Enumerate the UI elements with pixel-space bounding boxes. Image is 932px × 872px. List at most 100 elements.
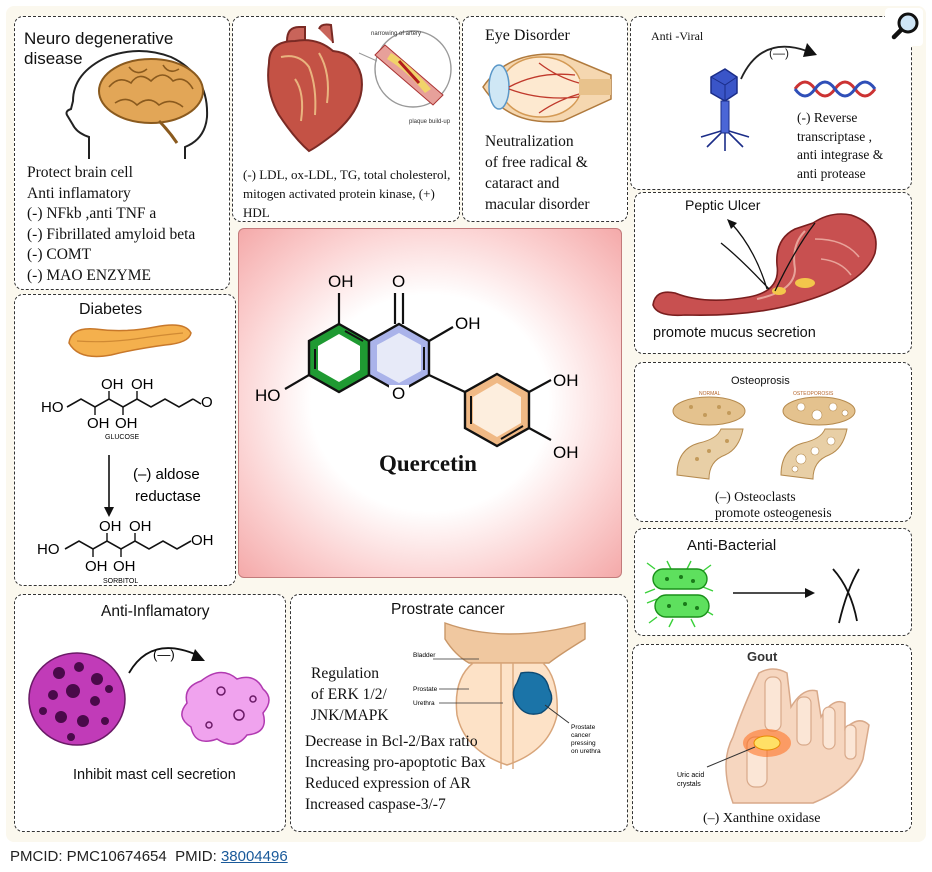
prostate-effects: Decrease in Bcl-2/Bax ratio Increasing p… <box>305 731 486 815</box>
eye-illustration <box>482 53 612 123</box>
osteo-osteoporosis-label: OSTEOPOROSIS <box>793 391 834 397</box>
neuro-line: (-) MAO ENZYME <box>27 266 151 284</box>
virus-dna-illustration: (—) <box>700 43 877 151</box>
gout-title: Gout <box>747 649 778 664</box>
quercetin-label-oh1: OH <box>328 272 354 291</box>
quercetin-label-ring-o: O <box>392 384 405 403</box>
neuro-title-line1: Neuro degenerative <box>24 29 174 48</box>
quercetin-label-ho: HO <box>255 386 281 405</box>
prostate-line: Decrease in Bcl-2/Bax ratio <box>305 733 478 750</box>
eye-line: Neutralization <box>485 133 574 150</box>
glucose-label: GLUCOSE <box>105 434 140 441</box>
glucose-oh-c: OH <box>87 415 110 432</box>
neuro-effects: Protect brain cell Anti inflamatory (-) … <box>27 163 195 286</box>
sorbitol-ho: HO <box>37 541 60 558</box>
bacteria-illustration <box>644 560 860 628</box>
prostate-line: Increasing pro-apoptotic Bax <box>305 754 486 771</box>
gout-panel: Gout Uric acid crystals (–) Xanthine oxi… <box>632 644 912 832</box>
prostate-line: Increased caspase-3/-7 <box>305 796 446 813</box>
quercetin-label-oh2: OH <box>455 314 481 333</box>
prostate-line: Reduced expression of AR <box>305 775 471 792</box>
prostate-line: of ERK 1/2/ <box>311 686 387 703</box>
diabetes-enzyme-line1: (–) aldose <box>133 466 200 483</box>
eye-line: macular disorder <box>485 196 590 213</box>
glucose-sorbitol-scheme: HO OH OH OH OH O GLUCOSE (–) aldose redu… <box>37 376 214 585</box>
eye-effects: Neutralization of free radical & catarac… <box>485 131 590 215</box>
quercetin-structure: OH O OH HO O OH OH <box>255 272 579 462</box>
figure-canvas: Neuro degenerative disease Protect brain… <box>6 6 926 842</box>
quercetin-label-o: O <box>392 272 405 291</box>
neuro-title-line2: disease <box>24 49 83 68</box>
pmid-label: PMID: <box>175 848 217 865</box>
prostate-line: JNK/MAPK <box>311 707 389 724</box>
pmid-link[interactable]: 38004496 <box>220 848 288 865</box>
prostate-cancer-label3: pressing <box>571 740 596 747</box>
antiviral-panel: Anti -Viral (—) (-) Reverse transcriptas… <box>630 16 912 190</box>
pmcid-label: PMCID: <box>10 848 63 865</box>
prostate-cancer-label4: on urethra <box>571 748 601 755</box>
antiviral-inhibit: (—) <box>769 46 789 60</box>
glucose-oh-b: OH <box>131 376 154 393</box>
osteo-line1: (–) Osteoclasts <box>715 489 796 504</box>
prostate-regulation: Regulation of ERK 1/2/ JNK/MAPK <box>311 663 389 726</box>
prostate-prostate-label: Prostate <box>413 686 438 693</box>
prostate-panel: Prostrate cancer Bladder Prostate Urethr… <box>290 594 628 832</box>
antiinflam-title: Anti-Inflamatory <box>101 603 210 620</box>
osteo-panel: Osteoprosis NORMAL OSTEOPOROSIS (–) Oste… <box>634 362 912 522</box>
sorbitol-label: SORBITOL <box>103 578 138 585</box>
antiinflam-caption: Inhibit mast cell secretion <box>73 767 236 783</box>
neuro-line: Anti inflamatory <box>27 184 131 202</box>
stomach-illustration <box>652 213 877 317</box>
antiviral-line: anti integrase & <box>797 147 884 162</box>
prostate-illustration: Bladder Prostate Urethra Prostate cancer… <box>413 621 601 769</box>
antiinflam-inhibit: (—) <box>153 647 175 662</box>
eye-line: cataract and <box>485 175 560 192</box>
mast-cell-illustration: (—) <box>28 647 270 746</box>
ulcer-title: Peptic Ulcer <box>685 197 761 213</box>
heart-panel: narrowing of artery plaque build-up (-) … <box>232 16 460 222</box>
osteo-line2: promote osteogenesis <box>715 505 832 520</box>
gout-crystals-label1: Uric acid <box>677 772 704 779</box>
prostate-line: Regulation <box>311 665 380 682</box>
antiviral-line: (-) Reverse <box>797 110 858 125</box>
diabetes-panel: Diabetes HO OH OH OH OH O GLUCOSE (–) al… <box>14 294 236 586</box>
heart-annot-bottom: plaque build-up <box>409 119 451 125</box>
neuro-line: (-) Fibrillated amyloid beta <box>27 225 196 243</box>
glucose-oh-d: OH <box>115 415 138 432</box>
osteo-normal-label: NORMAL <box>699 391 721 397</box>
diabetes-title: Diabetes <box>79 301 143 318</box>
ulcer-panel: Peptic Ulcer promote mucus secretion <box>634 192 912 354</box>
zoom-button[interactable] <box>884 7 924 47</box>
heart-illustration: narrowing of artery plaque build-up <box>267 23 452 153</box>
pancreas-icon <box>68 324 192 358</box>
prostate-bladder-label: Bladder <box>413 652 436 659</box>
head-brain-illustration <box>65 50 209 159</box>
bone-illustration: NORMAL OSTEOPOROSIS <box>672 391 856 480</box>
heart-text: (-) LDL, ox-LDL, TG, total cholesterol, … <box>243 167 451 220</box>
prostate-cancer-label1: Prostate <box>571 724 596 731</box>
magnifier-icon <box>885 8 923 46</box>
antiinflam-panel: Anti-Inflamatory (—) Inhibit mast cell s… <box>14 594 286 832</box>
prostate-urethra-label: Urethra <box>413 700 435 707</box>
glucose-oh-a: OH <box>101 376 124 393</box>
antibacterial-panel: Anti-Bacterial <box>634 528 912 636</box>
foot-illustration: Uric acid crystals <box>677 668 870 804</box>
neuro-panel: Neuro degenerative disease Protect brain… <box>14 16 230 290</box>
quercetin-label-oh3: OH <box>553 371 579 390</box>
glucose-ho: HO <box>41 399 64 416</box>
prostate-title: Prostrate cancer <box>391 601 505 618</box>
gout-caption: (–) Xanthine oxidase <box>703 811 821 826</box>
osteo-title: Osteoprosis <box>731 375 790 387</box>
heart-annot-top: narrowing of artery <box>371 31 421 37</box>
prostate-cancer-label2: cancer <box>571 732 591 739</box>
pmcid-value: PMC10674654 <box>66 848 167 865</box>
citation-footer: PMCID: PMC10674654 PMID: 38004496 <box>10 848 288 865</box>
antiviral-line: anti protease <box>797 165 866 181</box>
sorbitol-oh-c: OH <box>85 558 108 575</box>
diabetes-enzyme-line2: reductase <box>135 488 201 505</box>
eye-panel: Eye Disorder Neutralization of free radi… <box>462 16 628 222</box>
antiviral-line: transcriptase , <box>797 128 872 144</box>
antiviral-title: Anti -Viral <box>651 29 704 43</box>
sorbitol-oh-a: OH <box>99 518 122 535</box>
eye-title: Eye Disorder <box>485 27 570 44</box>
